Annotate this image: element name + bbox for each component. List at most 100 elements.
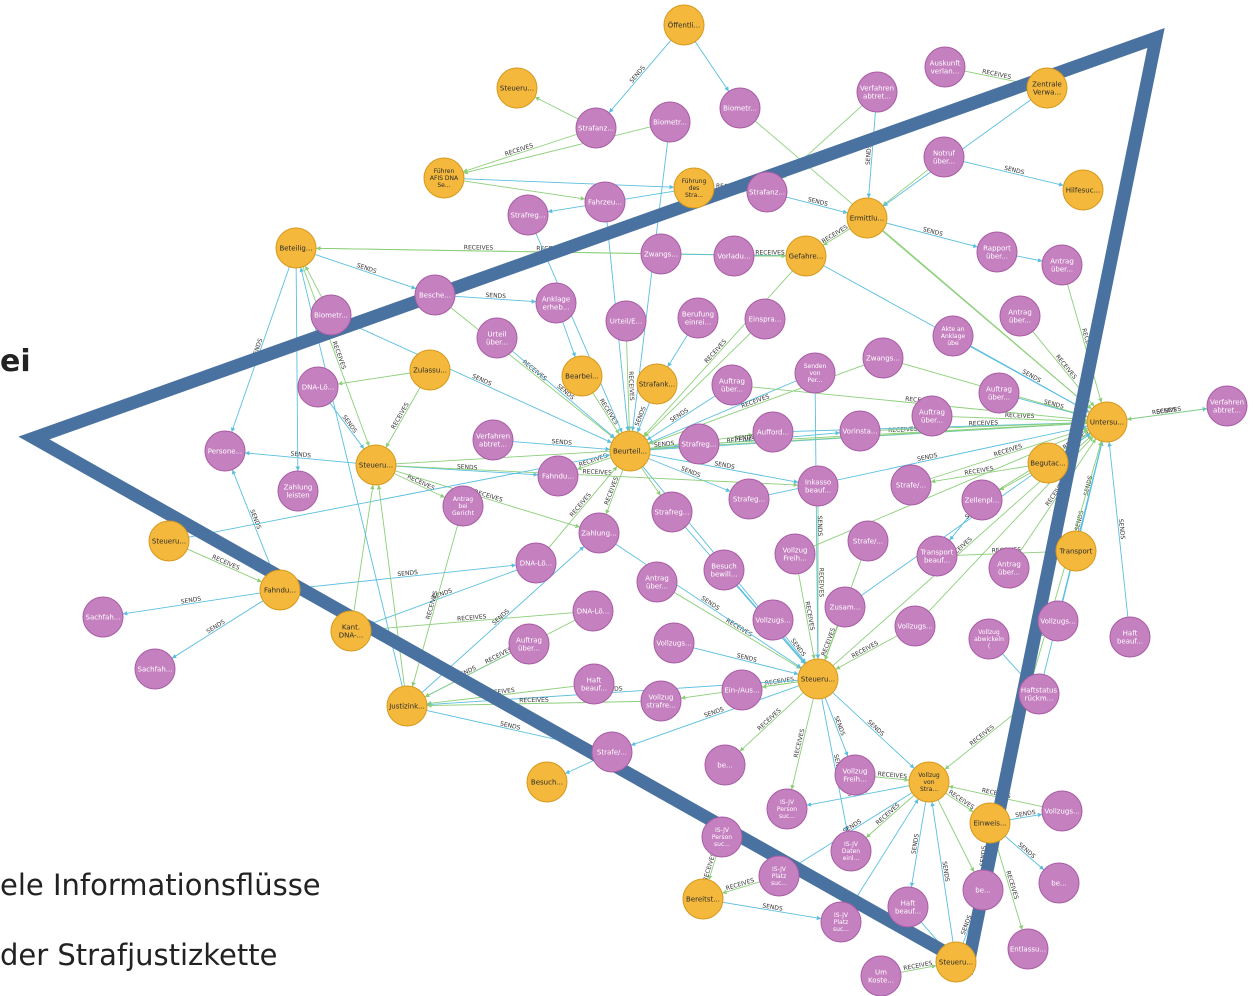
node-n46[interactable]: Vorinsta... [839, 410, 881, 452]
info-node-circle[interactable] [508, 623, 550, 665]
process-node-circle[interactable] [148, 520, 190, 562]
node-n43[interactable]: Beurteil... [609, 430, 651, 472]
node-n48[interactable]: Begutac... [1027, 442, 1069, 484]
info-node-circle[interactable] [721, 669, 763, 711]
info-node-circle[interactable] [713, 235, 755, 277]
process-node-circle[interactable] [636, 363, 678, 405]
node-n84[interactable]: Justizink... [386, 685, 428, 727]
info-node-circle[interactable] [636, 561, 678, 603]
node-n20[interactable]: Gefahre... [785, 235, 827, 277]
info-node-circle[interactable] [1041, 244, 1083, 286]
node-n1[interactable]: Öffentli... [663, 4, 705, 46]
node-n41[interactable]: DNA-Lö... [297, 366, 339, 408]
process-node-circle[interactable] [259, 569, 301, 611]
node-n3[interactable]: Strafanz... [575, 107, 617, 149]
info-node-circle[interactable] [860, 955, 902, 996]
process-node-circle[interactable] [908, 761, 950, 803]
info-node-circle[interactable] [442, 485, 484, 527]
node-n104[interactable]: Entlassu... [1007, 928, 1049, 970]
node-n92[interactable]: Besuch... [526, 761, 568, 803]
info-node-circle[interactable] [277, 470, 319, 512]
node-n32[interactable]: Zulassu... [409, 349, 451, 391]
node-n4[interactable]: Biometr... [649, 101, 691, 143]
info-node-circle[interactable] [988, 547, 1030, 589]
node-n16[interactable]: Ermittlu... [846, 197, 888, 239]
node-n75[interactable]: Vollzugs... [894, 605, 936, 647]
process-node-circle[interactable] [663, 4, 705, 46]
info-node-circle[interactable] [677, 297, 719, 339]
process-node-circle[interactable] [496, 67, 538, 109]
process-node-circle[interactable] [275, 227, 317, 269]
process-node-circle[interactable] [1062, 169, 1104, 211]
info-node-circle[interactable] [923, 136, 965, 178]
info-node-circle[interactable] [728, 478, 770, 520]
node-n26[interactable]: Urteil/E... [605, 300, 647, 342]
node-n88[interactable]: Strafe/... [591, 731, 633, 773]
node-n95[interactable]: Vollzugs... [1041, 790, 1083, 832]
info-node-circle[interactable] [1038, 862, 1080, 904]
node-n53[interactable]: Strafe/... [890, 464, 932, 506]
info-node-circle[interactable] [797, 465, 839, 507]
node-n50[interactable]: Steueru... [355, 444, 397, 486]
node-n59[interactable]: Steueru... [148, 520, 190, 562]
node-n80[interactable]: Vollzugs... [653, 622, 695, 664]
node-n65[interactable]: DNA-Lö... [515, 542, 557, 584]
node-n34[interactable]: Strafank... [636, 363, 678, 405]
node-n66[interactable]: Fahndu... [259, 569, 301, 611]
node-n15[interactable]: Strafreg... [507, 194, 549, 236]
process-node-circle[interactable] [423, 157, 465, 199]
info-node-circle[interactable] [830, 830, 872, 872]
process-node-circle[interactable] [561, 355, 603, 397]
process-node-circle[interactable] [1086, 401, 1128, 443]
info-node-circle[interactable] [719, 87, 761, 129]
info-node-circle[interactable] [752, 411, 794, 453]
node-n62[interactable]: Strafe/... [847, 520, 889, 562]
info-node-circle[interactable] [758, 855, 800, 897]
node-n24[interactable]: Besche... [414, 274, 456, 316]
node-n18[interactable]: Zwangs... [640, 233, 682, 275]
info-node-circle[interactable] [1041, 790, 1083, 832]
process-node-circle[interactable] [673, 167, 715, 209]
info-node-circle[interactable] [744, 298, 786, 340]
process-node-circle[interactable] [355, 444, 397, 486]
info-node-circle[interactable] [1109, 616, 1151, 658]
node-n94[interactable]: Einweis... [969, 802, 1011, 844]
node-n49[interactable]: Persone... [204, 430, 246, 472]
info-node-circle[interactable] [1037, 600, 1079, 642]
node-n56[interactable]: Strafreg... [651, 491, 693, 533]
node-n89[interactable]: be... [704, 744, 746, 786]
info-node-circle[interactable] [890, 464, 932, 506]
info-node-circle[interactable] [310, 294, 352, 336]
process-node-circle[interactable] [846, 197, 888, 239]
node-n2[interactable]: Steueru... [496, 67, 538, 109]
node-n23[interactable]: Biometr... [310, 294, 352, 336]
process-node-circle[interactable] [1026, 67, 1068, 109]
info-node-circle[interactable] [856, 71, 898, 113]
info-node-circle[interactable] [578, 512, 620, 554]
node-n44[interactable]: Strafreg... [678, 423, 720, 465]
info-node-circle[interactable] [774, 533, 816, 575]
info-node-circle[interactable] [476, 317, 518, 359]
node-n64[interactable]: Transport [1055, 530, 1097, 572]
info-node-circle[interactable] [134, 648, 176, 690]
info-node-circle[interactable] [932, 315, 974, 357]
